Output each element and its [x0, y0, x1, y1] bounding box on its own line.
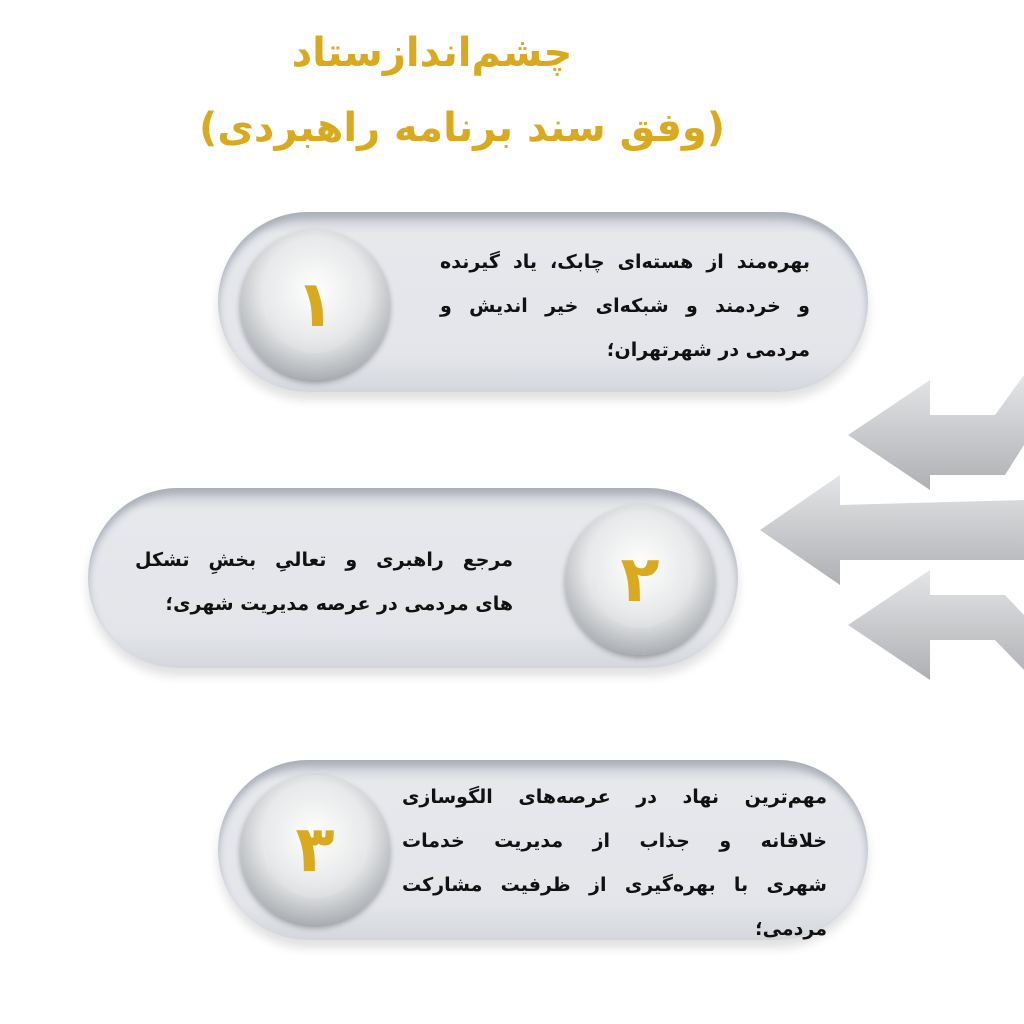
text-line: خلاقانه و جذاب از مدیریت خدمات — [402, 830, 827, 852]
text-line: و خردمند و شبکه‌ای خیر اندیش و — [440, 295, 810, 317]
title-line-2: (وفق سند برنامه راهبردی) — [198, 105, 726, 151]
number-1: ۱ — [267, 257, 363, 353]
arrow-icon-top — [848, 375, 1024, 490]
number-badge-3: ۳ — [240, 775, 390, 925]
item-text-3: مهم‌ترین نهاد در عرصه‌های الگوسازی خلاقا… — [402, 775, 827, 951]
text-line: مهم‌ترین نهاد در عرصه‌های الگوسازی — [402, 786, 827, 808]
text-line: بهره‌مند از هسته‌ای چابک، یاد گیرنده — [440, 251, 810, 273]
number-3: ۳ — [267, 802, 363, 898]
number-2: ۲ — [592, 532, 688, 628]
number-badge-2: ۲ — [565, 505, 715, 655]
text-line: مرجع راهبری و تعالیِ بخشِ تشکل — [135, 549, 513, 571]
text-line: مردمی؛ — [755, 918, 827, 940]
number-badge-1: ۱ — [240, 230, 390, 380]
item-text-1: بهره‌مند از هسته‌ای چابک، یاد گیرنده و خ… — [440, 240, 810, 372]
text-line: شهری با بهره‌گیری از ظرفیت مشارکت — [402, 874, 827, 896]
arrow-icon-middle — [760, 475, 1024, 585]
text-line: مردمی در شهرتهران؛ — [606, 339, 810, 361]
arrow-icon-bottom — [848, 570, 1024, 680]
item-text-2: مرجع راهبری و تعالیِ بخشِ تشکل های مردمی… — [135, 538, 513, 626]
text-line: های مردمی در عرصه مدیریت شهری؛ — [165, 593, 513, 615]
arrows-graphic — [760, 375, 1024, 680]
title-line-1: چشم‌اندازستاد — [291, 30, 573, 76]
